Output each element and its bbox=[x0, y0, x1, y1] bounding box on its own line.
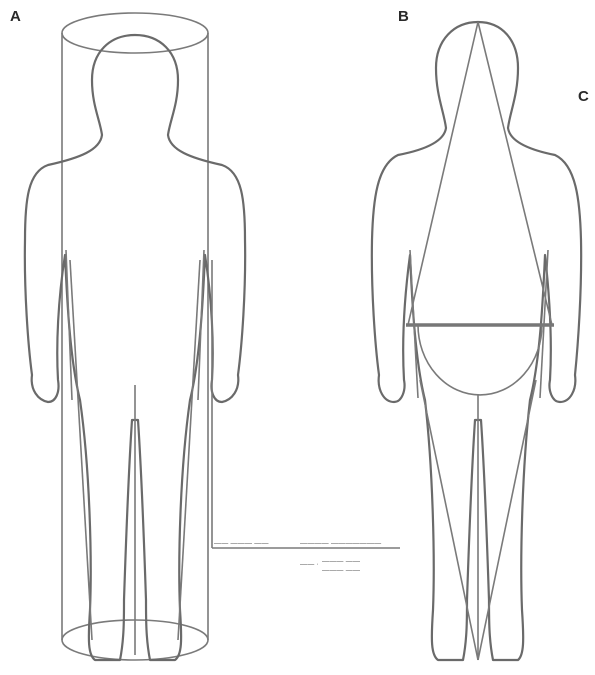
annotation-right: ———— ——————— bbox=[300, 540, 381, 547]
annotation-sub-prefix: —— · bbox=[300, 561, 319, 568]
projection-line-right bbox=[178, 260, 200, 640]
panel-label-a: A bbox=[10, 8, 21, 25]
panel-label-b: B bbox=[398, 8, 409, 25]
annotation-sub-top: ——— —— bbox=[322, 558, 360, 565]
triangle-model bbox=[408, 22, 552, 325]
cylinder-top-ellipse bbox=[62, 13, 208, 53]
body-outline-b bbox=[372, 22, 581, 660]
lower-ellipse bbox=[418, 325, 542, 395]
body-outline-b-path bbox=[372, 22, 581, 660]
annotation-sub-bottom: ——— —— bbox=[322, 567, 360, 574]
projection-line-left bbox=[70, 260, 92, 640]
panel-label-c: C bbox=[578, 88, 589, 105]
annotation-left: —— ——— —— bbox=[214, 540, 269, 547]
